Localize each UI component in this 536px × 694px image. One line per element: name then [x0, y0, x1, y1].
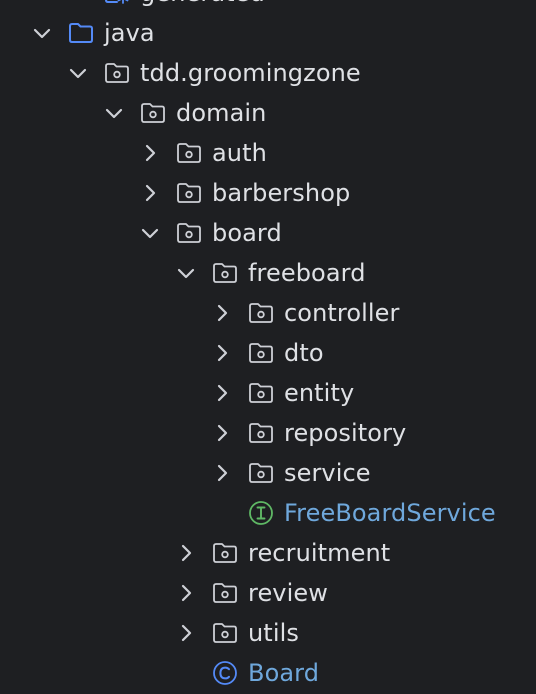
- tree-item-auth[interactable]: auth: [0, 133, 536, 173]
- tree-item-label: generated: [140, 0, 265, 13]
- tree-item-label: java: [104, 19, 155, 47]
- tree-item-label: freeboard: [248, 259, 366, 287]
- tree-item-freeboard[interactable]: freeboard: [0, 253, 536, 293]
- chevron-right-icon[interactable]: [138, 181, 162, 205]
- tree-item-java[interactable]: java: [0, 13, 536, 53]
- chevron-right-icon[interactable]: [210, 461, 234, 485]
- package-folder-icon: [247, 419, 275, 447]
- package-folder-icon: [175, 219, 203, 247]
- package-folder-icon: [211, 579, 239, 607]
- chevron-down-icon[interactable]: [102, 101, 126, 125]
- tree-item-tdd-groomingzone[interactable]: tdd.groomingzone: [0, 53, 536, 93]
- tree-item-label: utils: [248, 619, 299, 647]
- tree-item-label: FreeBoardService: [284, 499, 496, 527]
- chevron-right-icon[interactable]: [138, 141, 162, 165]
- chevron-right-icon[interactable]: [174, 541, 198, 565]
- package-folder-icon: [247, 339, 275, 367]
- tree-item-label: entity: [284, 379, 355, 407]
- package-folder-icon: [103, 59, 131, 87]
- tree-item-label: auth: [212, 139, 267, 167]
- package-folder-icon: [175, 179, 203, 207]
- tree-item-barbershop[interactable]: barbershop: [0, 173, 536, 213]
- chevron-right-icon[interactable]: [174, 581, 198, 605]
- tree-item-label: review: [248, 579, 328, 607]
- tree-item-label: Board: [248, 659, 320, 687]
- generated-folder-icon: [103, 0, 131, 7]
- tree-item-freeboardservice[interactable]: FreeBoardService: [0, 493, 536, 533]
- tree-item-recruitment[interactable]: recruitment: [0, 533, 536, 573]
- chevron-right-icon[interactable]: [210, 301, 234, 325]
- tree-item-label: dto: [284, 339, 324, 367]
- tree-item-entity[interactable]: entity: [0, 373, 536, 413]
- tree-item-utils[interactable]: utils: [0, 613, 536, 653]
- tree-item-label: controller: [284, 299, 400, 327]
- package-folder-icon: [247, 299, 275, 327]
- tree-item-label: domain: [176, 99, 267, 127]
- tree-item-domain[interactable]: domain: [0, 93, 536, 133]
- tree-item-label: tdd.groomingzone: [140, 59, 361, 87]
- chevron-down-icon[interactable]: [30, 21, 54, 45]
- tree-item-repository[interactable]: repository: [0, 413, 536, 453]
- package-folder-icon: [247, 379, 275, 407]
- tree-item-label: service: [284, 459, 371, 487]
- tree-item-label: repository: [284, 419, 407, 447]
- tree-item-service[interactable]: service: [0, 453, 536, 493]
- tree-item-generated[interactable]: generated: [0, 0, 536, 13]
- source-root-folder-icon: [67, 19, 95, 47]
- chevron-down-icon[interactable]: [66, 61, 90, 85]
- class-icon: [211, 659, 239, 687]
- tree-item-board[interactable]: board: [0, 213, 536, 253]
- tree-item-label: barbershop: [212, 179, 351, 207]
- package-folder-icon: [211, 259, 239, 287]
- tree-item-board[interactable]: Board: [0, 653, 536, 693]
- chevron-right-icon[interactable]: [174, 621, 198, 645]
- interface-icon: [247, 499, 275, 527]
- chevron-down-icon[interactable]: [174, 261, 198, 285]
- tree-item-review[interactable]: review: [0, 573, 536, 613]
- package-folder-icon: [247, 459, 275, 487]
- package-folder-icon: [211, 539, 239, 567]
- package-folder-icon: [139, 99, 167, 127]
- chevron-down-icon[interactable]: [138, 221, 162, 245]
- chevron-right-icon[interactable]: [210, 421, 234, 445]
- tree-item-dto[interactable]: dto: [0, 333, 536, 373]
- tree-item-label: board: [212, 219, 282, 247]
- package-folder-icon: [211, 619, 239, 647]
- chevron-right-icon[interactable]: [210, 381, 234, 405]
- package-folder-icon: [175, 139, 203, 167]
- tree-item-label: recruitment: [248, 539, 391, 567]
- tree-item-controller[interactable]: controller: [0, 293, 536, 333]
- chevron-right-icon[interactable]: [210, 341, 234, 365]
